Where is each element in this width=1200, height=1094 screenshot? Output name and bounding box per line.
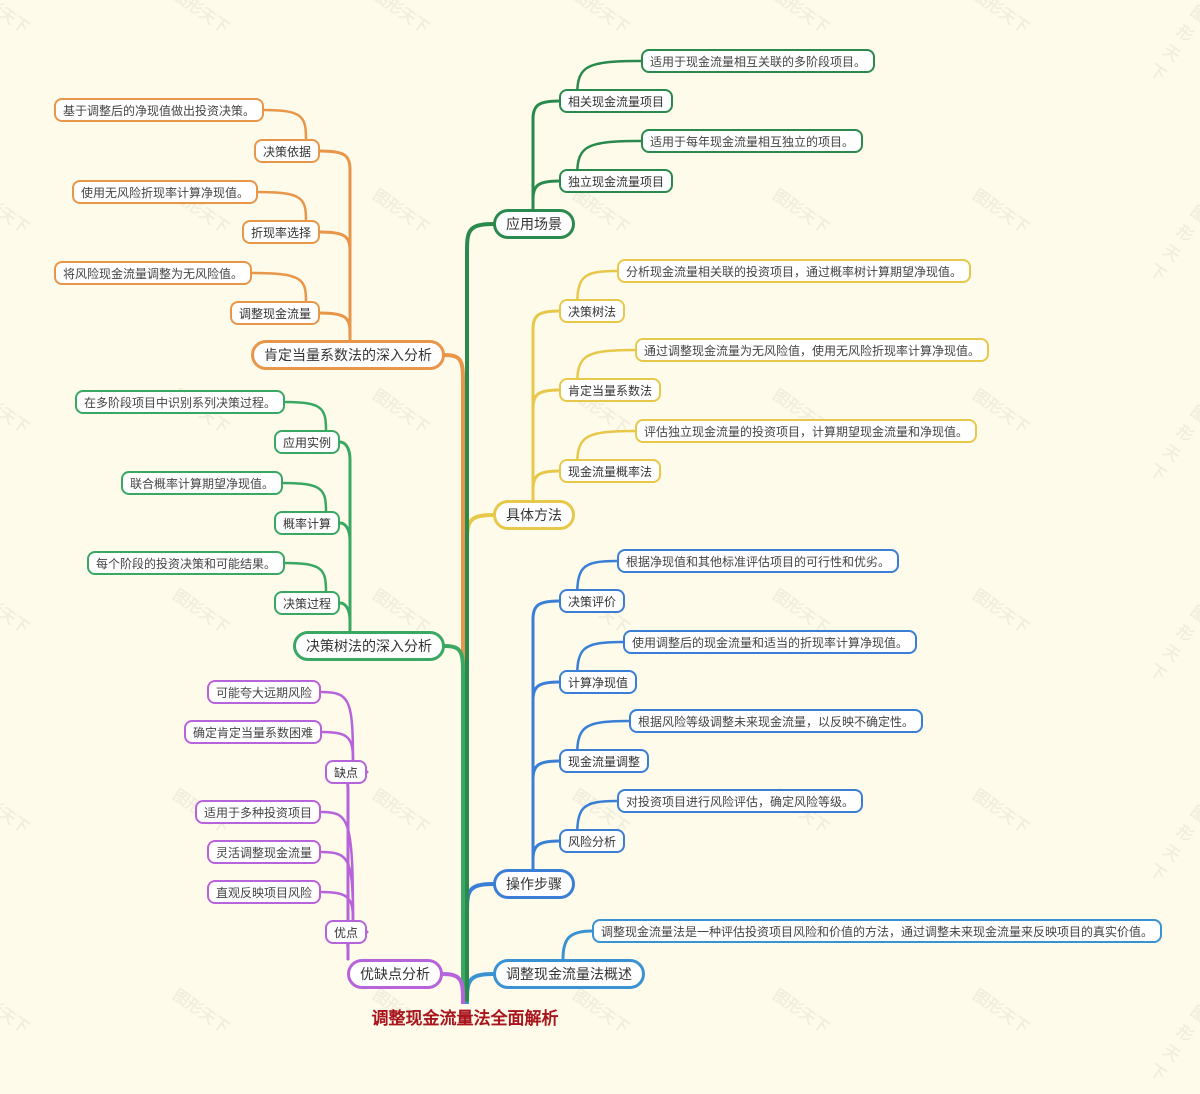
ce-adjust-cashflow-detail[interactable]: 将风险现金流量调整为无风险值。 xyxy=(54,261,253,285)
pros-item[interactable]: 直观反映项目风险 xyxy=(207,880,322,904)
cons-group[interactable]: 缺点 xyxy=(325,760,368,784)
branch-overview[interactable]: 调整现金流量法概述 xyxy=(493,959,645,989)
connector-line xyxy=(318,149,352,342)
connector-line xyxy=(465,972,495,1005)
methods-certainty-equivalent[interactable]: 肯定当量系数法 xyxy=(559,378,662,402)
steps-npv[interactable]: 计算净现值 xyxy=(559,670,638,694)
steps-risk-analysis-detail[interactable]: 对投资项目进行风险评估，确定风险等级。 xyxy=(617,789,864,813)
tree-probability-calc[interactable]: 概率计算 xyxy=(274,511,341,535)
connector-line xyxy=(465,222,495,1002)
ce-discount-rate-detail[interactable]: 使用无风险折现率计算净现值。 xyxy=(72,180,259,204)
connector-line xyxy=(283,561,328,593)
connector-line xyxy=(531,388,561,502)
methods-certainty-equivalent-detail[interactable]: 通过调整现金流量为无风险值，使用无风险折现率计算净现值。 xyxy=(635,338,990,362)
methods-decision-tree-detail[interactable]: 分析现金流量相关联的投资项目，通过概率树计算期望净现值。 xyxy=(617,259,972,283)
cons-item[interactable]: 确定肯定当量系数困难 xyxy=(184,720,323,744)
connector-line xyxy=(531,309,561,502)
connector-line xyxy=(283,400,328,432)
tree-application-example-detail[interactable]: 在多阶段项目中识别系列决策过程。 xyxy=(75,390,286,414)
connector-line xyxy=(531,759,561,871)
connector-line xyxy=(441,972,465,1005)
steps-risk-analysis[interactable]: 风险分析 xyxy=(559,829,626,853)
connector-line xyxy=(443,644,465,1002)
connector-line xyxy=(320,730,355,762)
branch-tree-analysis[interactable]: 决策树法的深入分析 xyxy=(293,631,445,661)
overview-detail[interactable]: 调整现金流量法是一种评估投资项目风险和价值的方法，通过调整未来现金流量来反映项目… xyxy=(592,919,1163,943)
branch-ce-analysis[interactable]: 肯定当量系数法的深入分析 xyxy=(251,340,445,370)
steps-decision-eval[interactable]: 决策评价 xyxy=(559,589,626,613)
tree-application-example[interactable]: 应用实例 xyxy=(274,430,341,454)
connector-line xyxy=(531,839,561,871)
connector-line xyxy=(531,469,561,502)
tree-decision-process-detail[interactable]: 每个阶段的投资决策和可能结果。 xyxy=(87,551,286,575)
connector-line xyxy=(531,179,561,211)
scenarios-independent[interactable]: 独立现金流量项目 xyxy=(559,169,674,193)
methods-decision-tree[interactable]: 决策树法 xyxy=(559,299,626,323)
connector-line xyxy=(531,599,561,871)
connector-line xyxy=(250,271,308,303)
branch-scenarios[interactable]: 应用场景 xyxy=(493,209,575,239)
ce-decision-basis[interactable]: 决策依据 xyxy=(254,139,321,163)
root-title[interactable]: 调整现金流量法全面解析 xyxy=(371,1009,559,1029)
pros-item[interactable]: 灵活调整现金流量 xyxy=(207,840,322,864)
tree-probability-calc-detail[interactable]: 联合概率计算期望净现值。 xyxy=(121,471,284,495)
pros-item[interactable]: 适用于多种投资项目 xyxy=(195,800,322,824)
connector-line xyxy=(443,353,465,1002)
methods-probability[interactable]: 现金流量概率法 xyxy=(559,459,662,483)
branch-methods[interactable]: 具体方法 xyxy=(493,500,575,530)
ce-decision-basis-detail[interactable]: 基于调整后的净现值做出投资决策。 xyxy=(54,98,265,122)
connector-line xyxy=(319,690,355,762)
branch-pros-cons[interactable]: 优缺点分析 xyxy=(347,959,443,989)
steps-cashflow-adjust-detail[interactable]: 根据风险等级调整未来现金流量，以反映不确定性。 xyxy=(629,709,924,733)
cons-item[interactable]: 可能夸大远期风险 xyxy=(207,680,322,704)
methods-probability-detail[interactable]: 评估独立现金流量的投资项目，计算期望现金流量和净现值。 xyxy=(635,419,978,443)
connector-line xyxy=(262,108,308,141)
connector-line xyxy=(338,440,352,633)
connector-line xyxy=(256,190,308,222)
connector-line xyxy=(319,810,355,922)
scenarios-correlated-detail[interactable]: 适用于现金流量相互关联的多阶段项目。 xyxy=(641,49,876,73)
connector-line xyxy=(531,99,561,211)
ce-adjust-cashflow[interactable]: 调整现金流量 xyxy=(230,301,321,325)
steps-npv-detail[interactable]: 使用调整后的现金流量和适当的折现率计算净现值。 xyxy=(623,630,918,654)
connector-line xyxy=(318,311,352,342)
connector-line xyxy=(561,929,594,961)
scenarios-independent-detail[interactable]: 适用于每年现金流量相互独立的项目。 xyxy=(641,129,864,153)
steps-cashflow-adjust[interactable]: 现金流量调整 xyxy=(559,749,650,773)
connector-line xyxy=(465,513,495,1002)
steps-decision-eval-detail[interactable]: 根据净现值和其他标准评估项目的可行性和优劣。 xyxy=(617,549,900,573)
tree-decision-process[interactable]: 决策过程 xyxy=(274,591,341,615)
connector-line xyxy=(318,230,352,342)
pros-group[interactable]: 优点 xyxy=(325,920,368,944)
scenarios-correlated[interactable]: 相关现金流量项目 xyxy=(559,89,674,113)
ce-discount-rate[interactable]: 折现率选择 xyxy=(242,220,321,244)
connector-line xyxy=(281,481,328,513)
branch-steps[interactable]: 操作步骤 xyxy=(493,869,575,899)
